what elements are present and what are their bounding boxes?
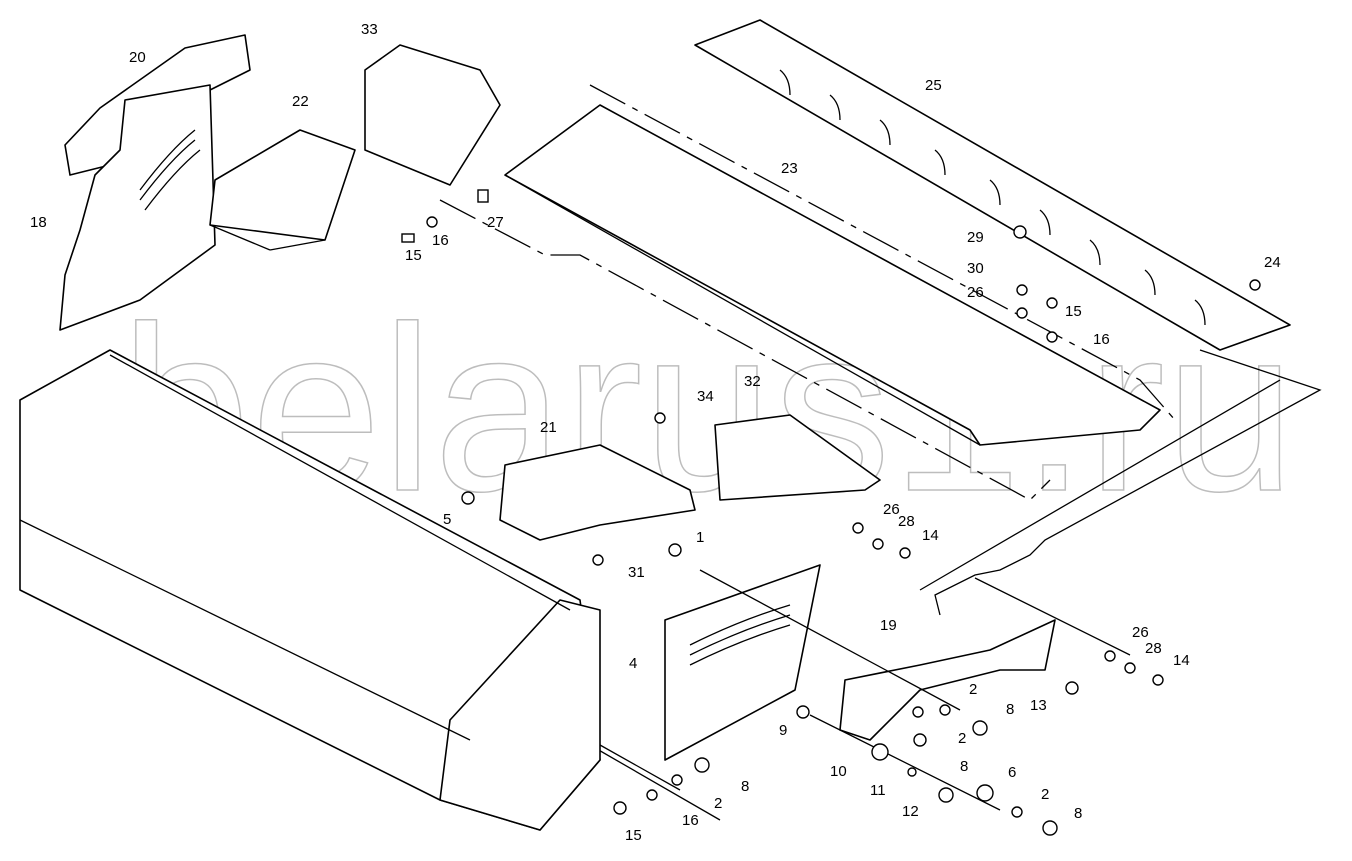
part-4-side-shield (664, 564, 821, 761)
callout-label: 8 (960, 758, 968, 775)
callout-label: 19 (880, 617, 897, 634)
header-end-plate (439, 599, 601, 831)
callout-label: 16 (682, 812, 699, 829)
callout-label: 33 (361, 21, 378, 38)
part-32-shield (714, 414, 881, 501)
part-25-rail (694, 19, 1291, 351)
callout-label: 26 (1132, 624, 1149, 641)
callout-label: 21 (540, 419, 557, 436)
callout-label: 24 (1264, 254, 1281, 271)
callout-label: 27 (487, 214, 504, 231)
part-23-tray (504, 104, 1161, 446)
part-22-deflector (209, 129, 356, 241)
callout-label: 8 (741, 778, 749, 795)
callout-label: 6 (1008, 764, 1016, 781)
callout-label: 31 (628, 564, 645, 581)
callout-label: 2 (1041, 786, 1049, 803)
callout-label: 32 (744, 373, 761, 390)
callout-label: 28 (1145, 640, 1162, 657)
callout-label: 8 (1006, 701, 1014, 718)
part-25-slots (779, 69, 1206, 326)
callout-label: 34 (697, 388, 714, 405)
callout-label: 14 (922, 527, 939, 544)
callout-label: 29 (967, 229, 984, 246)
callout-label: 9 (779, 722, 787, 739)
callout-labels: 20 22 33 25 23 18 27 16 15 29 30 26 15 1… (30, 21, 1281, 844)
callout-label: 8 (1074, 805, 1082, 822)
callout-label: 14 (1173, 652, 1190, 669)
callout-label: 26 (883, 501, 900, 518)
callout-label: 15 (625, 827, 642, 844)
callout-label: 2 (958, 730, 966, 747)
hardware (401, 189, 1261, 836)
part-19-bracket (839, 619, 1056, 741)
callout-label: 10 (830, 763, 847, 780)
callout-label: 18 (30, 214, 47, 231)
callout-label: 4 (629, 655, 637, 672)
callout-label: 2 (969, 681, 977, 698)
part-33-deflector (364, 44, 501, 186)
callout-label: 5 (443, 511, 451, 528)
callout-label: 11 (870, 782, 886, 799)
part-21-shield (499, 444, 696, 541)
callout-label: 30 (967, 260, 984, 277)
callout-label: 26 (967, 284, 984, 301)
callout-label: 2 (714, 795, 722, 812)
callout-label: 22 (292, 93, 309, 110)
callout-label: 12 (902, 803, 919, 820)
callout-label: 20 (129, 49, 146, 66)
callout-label: 16 (1093, 331, 1110, 348)
callout-label: 13 (1030, 697, 1047, 714)
callout-label: 15 (405, 247, 422, 264)
callout-label: 25 (925, 77, 942, 94)
callout-label: 15 (1065, 303, 1082, 320)
callout-label: 28 (898, 513, 915, 530)
callout-label: 23 (781, 160, 798, 177)
callout-label: 16 (432, 232, 449, 249)
callout-label: 1 (696, 529, 704, 546)
